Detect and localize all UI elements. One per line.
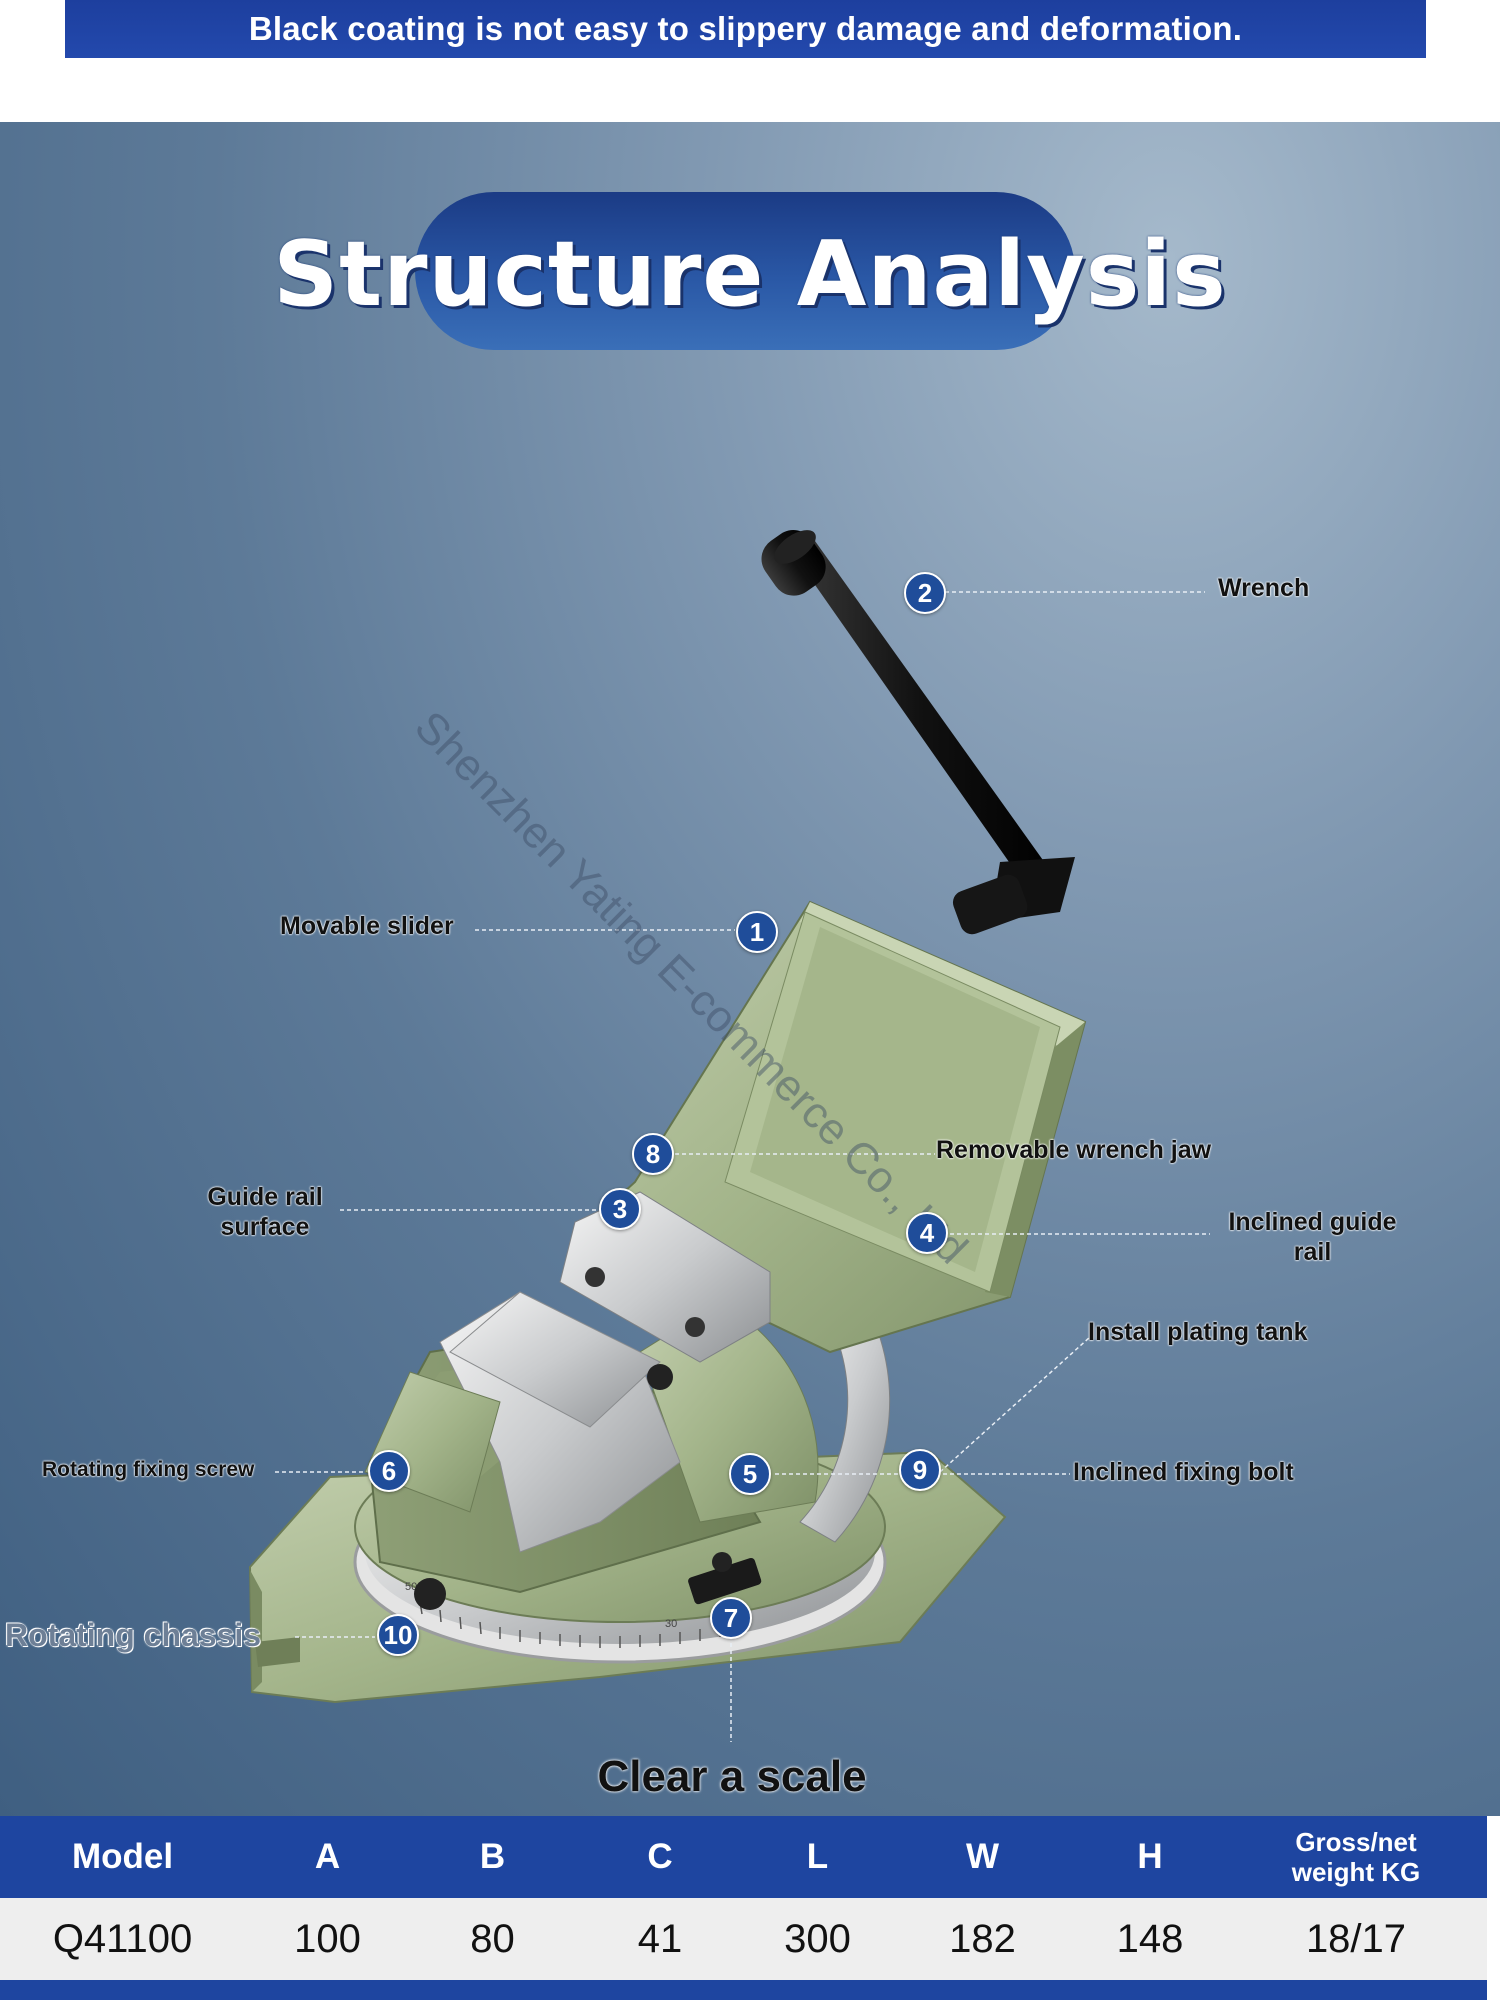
label-inclined-fixing-bolt: Inclined fixing bolt [1073,1458,1294,1486]
callout-marker-6: 6 [368,1450,410,1492]
callout-marker-9: 9 [899,1449,941,1491]
spec-cell-c: 41 [575,1898,745,1980]
callout-marker-4: 4 [906,1212,948,1254]
table-row: Q41100 100 80 41 300 182 148 18/17 [0,1898,1487,1980]
label-guide-rail-surface: Guide rail surface [207,1183,323,1241]
callout-marker-10: 10 [377,1614,419,1656]
label-clear-a-scale: Clear a scale [597,1752,867,1801]
guide-rail-surface [449,1291,661,1428]
spec-cell-a: 100 [245,1898,410,1980]
spec-cell-w: 182 [890,1898,1075,1980]
callout-marker-5: 5 [729,1453,771,1495]
spec-cell-b: 80 [410,1898,575,1980]
label-rotating-chassis: Rotating chassis [5,1617,262,1653]
label-inclined-guide-rail: Inclined guide rail [1228,1208,1397,1266]
spec-header-c: C [575,1816,745,1898]
scale-label-30: 30 [665,1618,677,1630]
callout-marker-3: 3 [599,1188,641,1230]
wrench [761,530,1075,935]
label-removable-wrench-jaw: Removable wrench jaw [936,1136,1212,1164]
label-movable-slider: Movable slider [280,912,454,940]
spec-cell-h: 148 [1075,1898,1225,1980]
spec-header-a: A [245,1816,410,1898]
spec-header-weight: Gross/net weight KG [1225,1816,1487,1898]
callout-marker-7: 7 [710,1597,752,1639]
bottom-strip [0,1980,1487,2000]
spec-cell-weight: 18/17 [1225,1898,1487,1980]
spec-header-weight-text: Gross/net weight KG [1291,1827,1421,1887]
label-rotating-fixing-screw: Rotating fixing screw [42,1458,255,1481]
spec-table-header-row: Model A B C L W H Gross/net weight KG [0,1816,1487,1898]
label-wrench: Wrench [1218,574,1310,602]
section-title: Structure Analysis [273,222,1227,327]
inclined-guide-rail [799,1311,891,1543]
structure-analysis-section: Structure Analysis [0,122,1500,1816]
spec-header-h: H [1075,1816,1225,1898]
banner-text: Black coating is not easy to slippery da… [248,10,1243,47]
spec-cell-l: 300 [745,1898,890,1980]
top-banner: Black coating is not easy to slippery da… [65,0,1426,58]
spec-header-model: Model [0,1816,245,1898]
label-install-plating-tank: Install plating tank [1088,1318,1308,1346]
title-pill-background [415,192,1075,350]
callout-marker-8: 8 [632,1133,674,1175]
spec-header-w: W [890,1816,1075,1898]
removable-jaw [559,1191,771,1363]
callout-marker-1: 1 [736,911,778,953]
spec-cell-model: Q41100 [0,1898,245,1980]
vise-illustration: 50 30 [248,530,1210,1742]
scale-label-50: 50 [405,1581,417,1593]
spec-header-b: B [410,1816,575,1898]
callout-marker-2: 2 [904,572,946,614]
spec-header-l: L [745,1816,890,1898]
spec-table: Model A B C L W H Gross/net weight KG Q4… [0,1816,1487,1980]
